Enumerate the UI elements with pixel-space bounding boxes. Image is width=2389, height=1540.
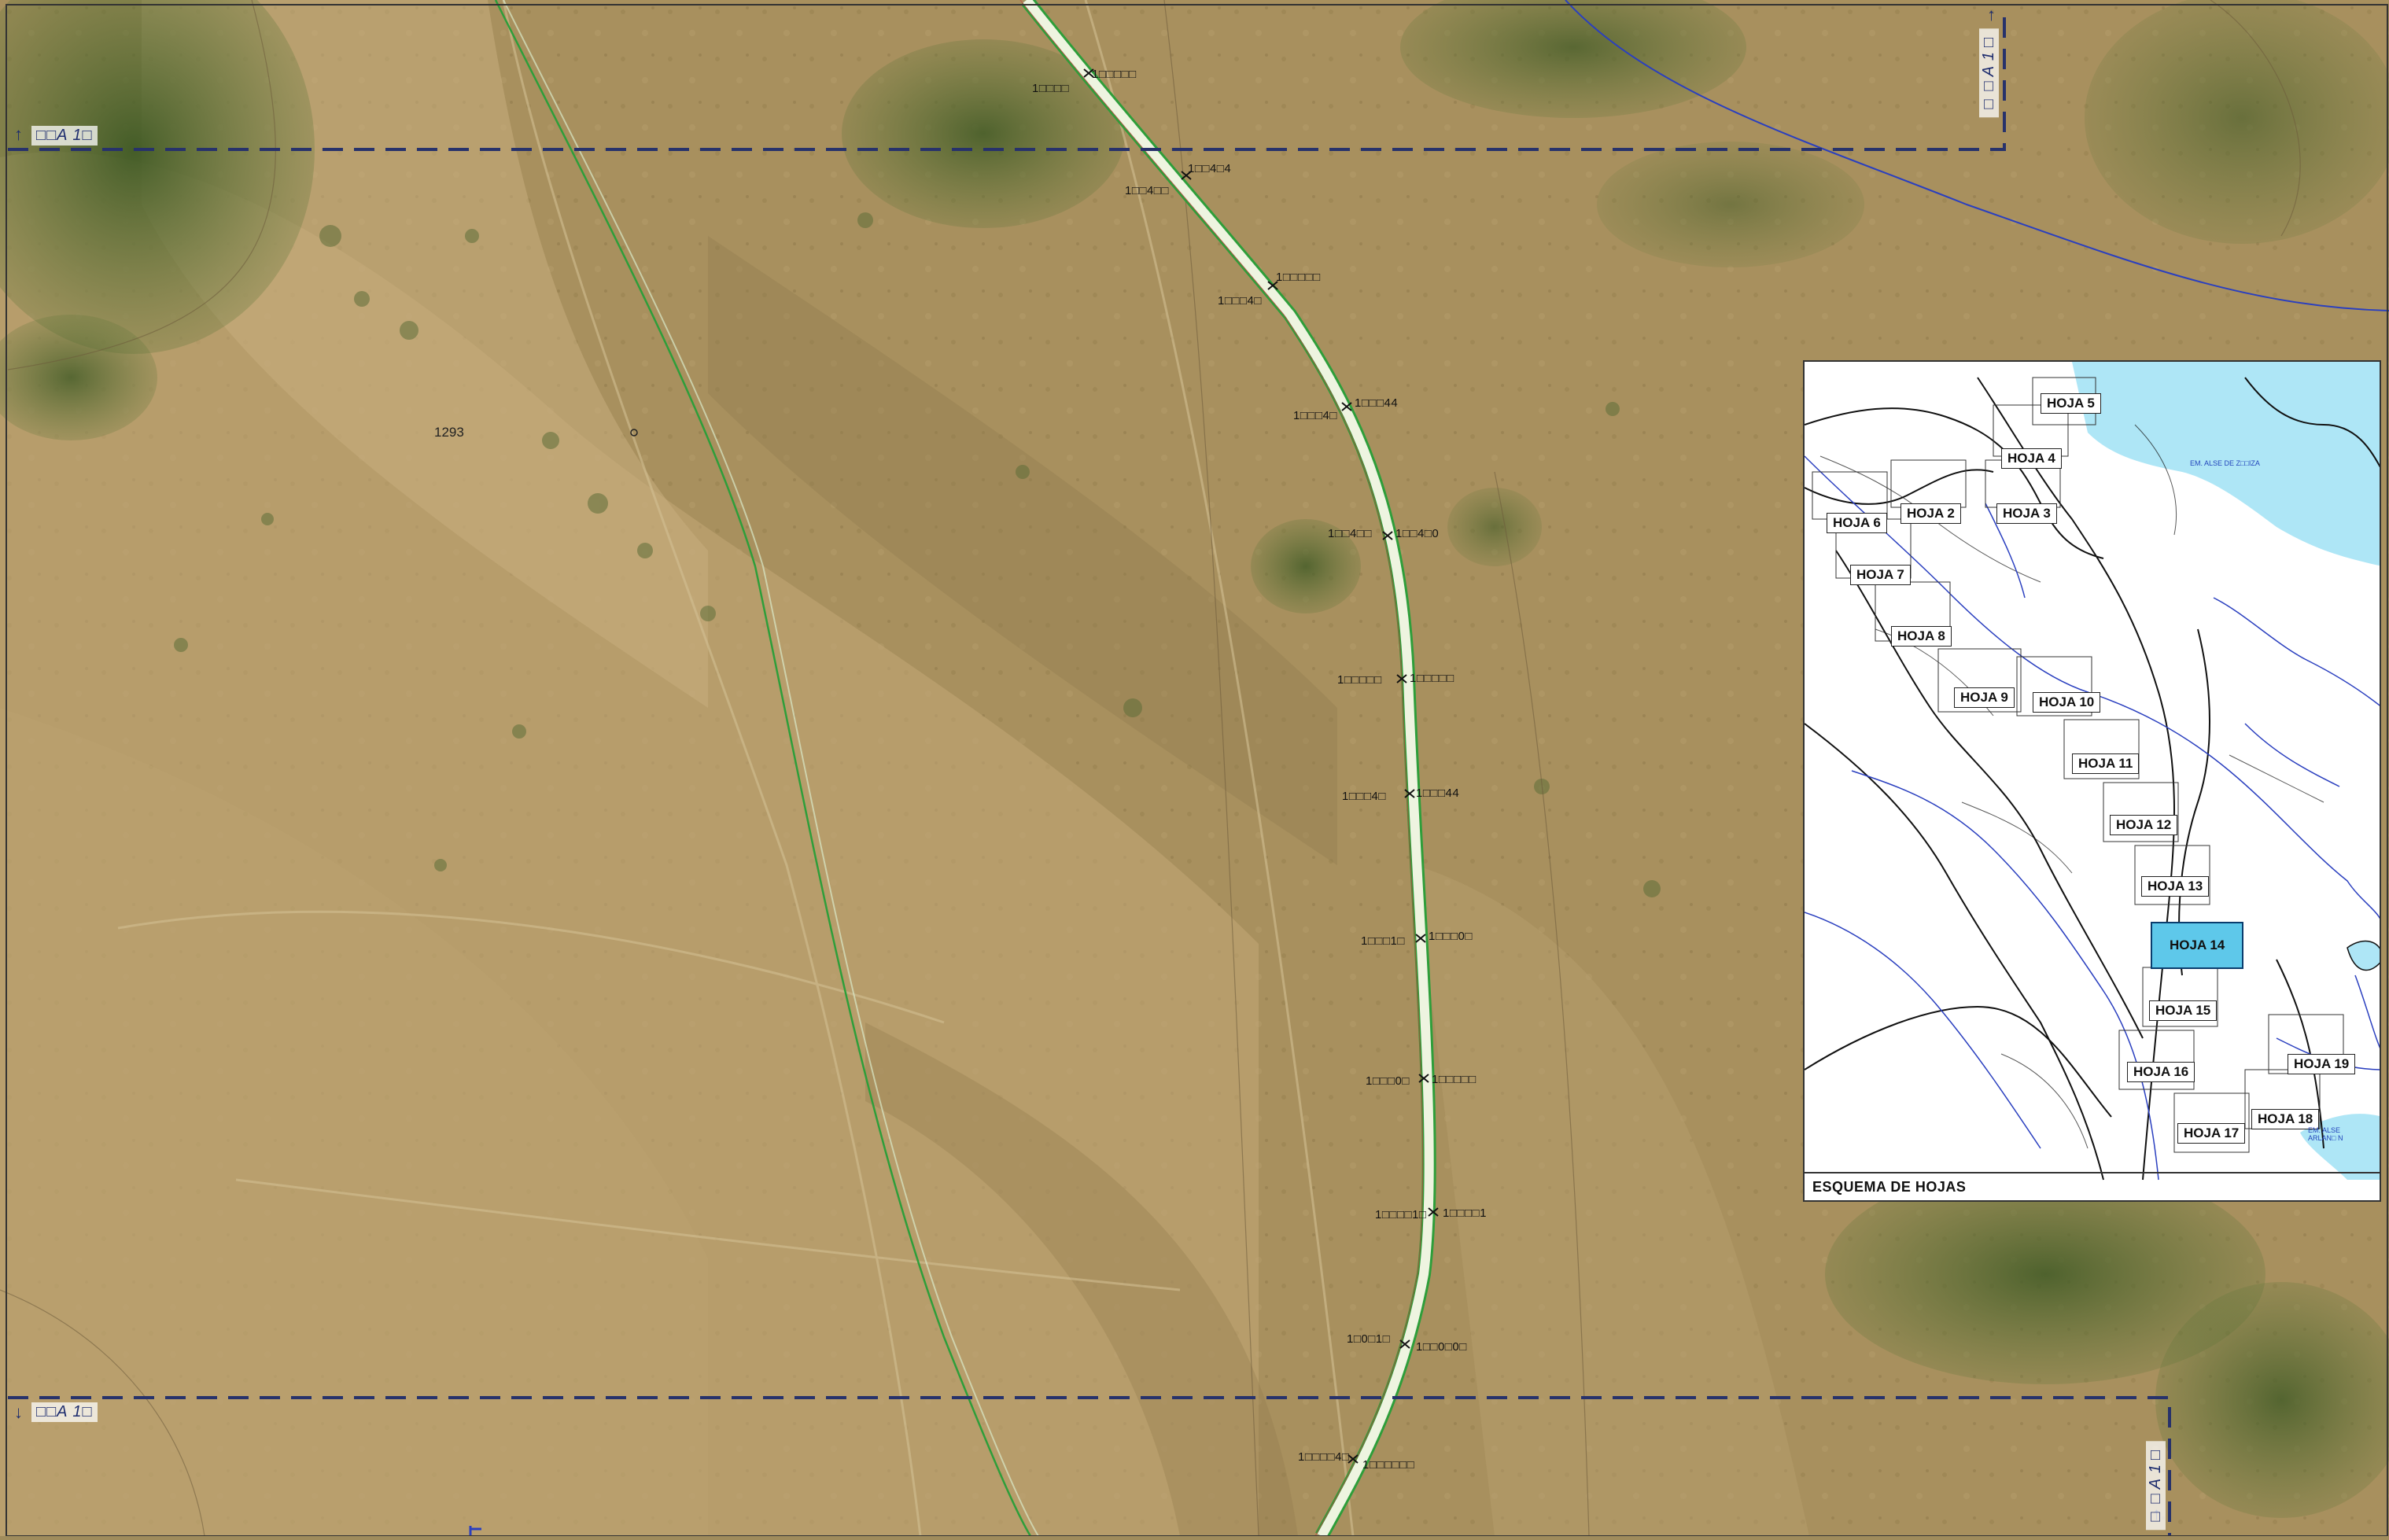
sheet-label-19[interactable]: HOJA 19 [2288,1054,2356,1074]
sheet-ref-bottom-left[interactable]: □□A 1□ [31,1402,98,1422]
reservoir-label: EM. ALSE ARLAN□ N [2308,1126,2343,1142]
sheet-label-11[interactable]: HOJA 11 [2072,753,2140,774]
chainage-label: 1□□□□1 [1443,1207,1487,1220]
chainage-label: 1□□□4□ [1293,409,1337,422]
chainage-label: 1□□4□4 [1188,162,1232,175]
arrow-up-icon: ↑ [14,124,23,144]
chainage-label: 1□□□0□ [1366,1074,1410,1088]
chainage-label: 1□□□4□ [1218,294,1262,308]
sheet-label-4[interactable]: HOJA 4 [2001,448,2062,469]
sheet-label-3[interactable]: HOJA 3 [1996,503,2057,524]
sheet-label-12[interactable]: HOJA 12 [2110,815,2178,835]
sheet-label-15[interactable]: HOJA 15 [2149,1000,2218,1021]
chainage-label: 1□□□□□ [1432,1073,1477,1086]
chainage-label: 1□□□0□ [1429,930,1473,943]
sheet-ref-bottom-right[interactable]: □□A 1□ [2146,1441,2166,1531]
sheet-ref-top-right[interactable]: □□A 1□ [1979,28,1999,118]
chainage-label: 1□□0□0□ [1416,1340,1467,1354]
sheet-label-10[interactable]: HOJA 10 [2033,692,2101,713]
chainage-label: 1□□□4□ [1342,790,1386,803]
sheet-label-2[interactable]: HOJA 2 [1901,503,1961,524]
sheet-label-17[interactable]: HOJA 17 [2177,1123,2246,1144]
chainage-label: 1□□□□4□ [1298,1450,1350,1464]
chainage-label: 1□□4□□ [1328,527,1372,540]
chainage-label: 1□□4□0 [1395,527,1440,540]
sheet-label-6[interactable]: HOJA 6 [1827,513,1887,533]
sheet-label-5[interactable]: HOJA 5 [2041,393,2101,414]
inset-map [1805,362,2380,1181]
inset-title: ESQUEMA DE HOJAS [1812,1179,1967,1195]
sheet-label-16[interactable]: HOJA 16 [2127,1062,2195,1082]
sheet-ref-top-left[interactable]: □□A 1□ [31,126,98,146]
chainage-label: 1□□□□1□ [1375,1208,1427,1221]
sheet-label-13[interactable]: HOJA 13 [2141,876,2210,897]
chainage-label: 1□□4□□ [1125,184,1169,197]
sheet-label-9[interactable]: HOJA 9 [1954,687,2015,708]
arrow-up-icon: ↑ [1987,5,1996,24]
arrow-down-icon: ↓ [14,1402,23,1422]
sheet-label-14-active[interactable]: HOJA 14 [2151,922,2244,969]
inset-divider [1805,1172,2380,1173]
chainage-label: 1□□□□□ [1337,673,1382,687]
chainage-label: 1□0□1□ [1347,1332,1391,1346]
chainage-label: 1□□□44 [1355,396,1399,410]
chainage-label: 1□□□□ [1032,82,1070,95]
chainage-label: 1□□□□□ [1092,68,1137,81]
chainage-label: 1□□□1□ [1361,934,1405,948]
chainage-label: 1□□□□□ [1410,672,1454,685]
chainage-label: 1□□□44 [1416,787,1460,800]
chainage-label: 1□□□□□□ [1362,1458,1415,1472]
sheet-label-18[interactable]: HOJA 18 [2251,1109,2320,1129]
sheet-index-inset[interactable]: HOJA 5 HOJA 4 HOJA 2 HOJA 3 HOJA 6 HOJA … [1803,360,2381,1202]
chainage-label: 1□□□□□ [1276,271,1321,284]
elevation-label: 1293 [434,425,464,440]
sheet-label-8[interactable]: HOJA 8 [1891,626,1952,647]
reservoir-label: EM. ALSE DE Z□□IZA [2190,459,2260,467]
sheet-label-7[interactable]: HOJA 7 [1850,565,1911,585]
